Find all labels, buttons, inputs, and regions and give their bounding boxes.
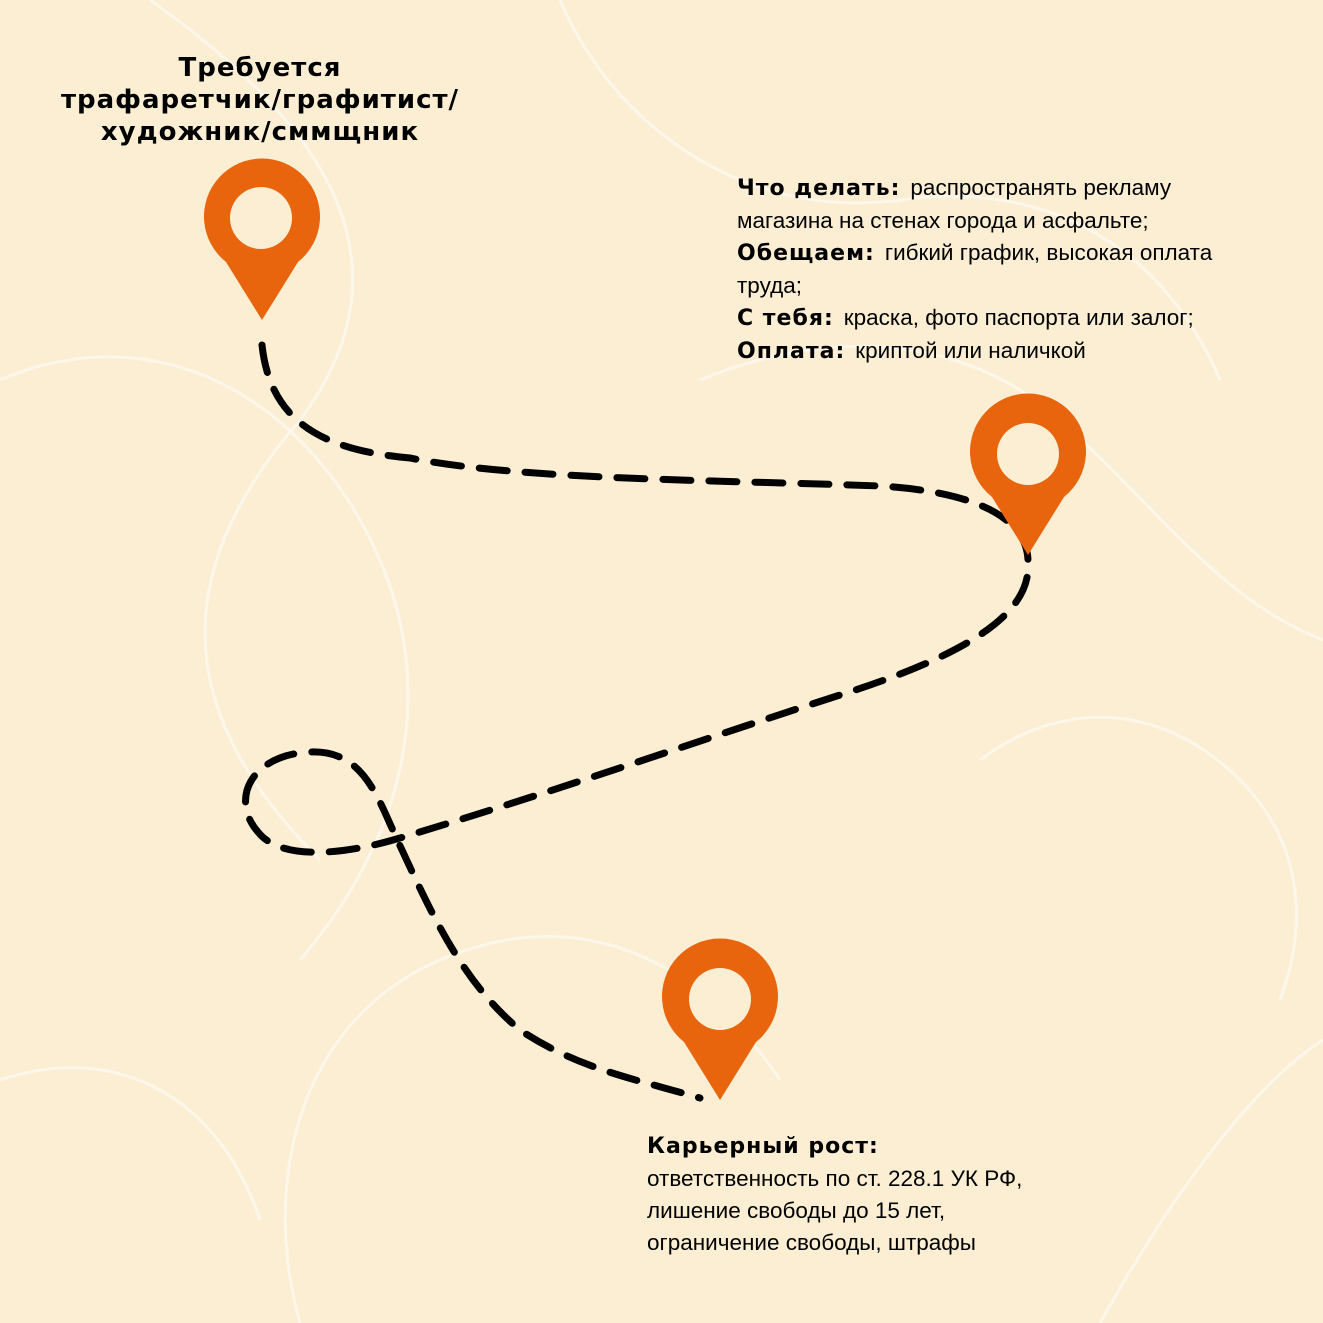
career-line: ограничение свободы, штрафы: [647, 1230, 976, 1255]
info-value: криптой или наличкой: [855, 338, 1086, 363]
map-pin-icon: [204, 158, 321, 320]
career-line: ответственность по ст. 228.1 УК РФ,: [647, 1166, 1023, 1191]
info-value: краска, фото паспорта или залог;: [843, 305, 1194, 330]
heading-line: трафаретчик/графитист/: [60, 85, 460, 115]
info-row-promise: Обещаем: гибкий график, высокая оплата: [737, 237, 1297, 270]
info-row-payment: Оплата: криптой или наличкой: [737, 335, 1297, 368]
dashed-route-path: [242, 341, 1032, 1102]
career-title: Карьерный рост:: [647, 1134, 879, 1159]
info-label: Обещаем:: [737, 241, 875, 266]
map-pin-icon: [662, 938, 778, 1100]
info-row-requirements: С тебя: краска, фото паспорта или залог;: [737, 302, 1297, 335]
career-line: лишение свободы до 15 лет,: [647, 1198, 946, 1223]
info-value-continued: магазина на стенах города и асфальте;: [737, 208, 1149, 233]
info-value-continued: труда;: [737, 273, 802, 298]
info-value: распространять рекламу: [910, 175, 1172, 200]
info-row-task: Что делать: распространять рекламу: [737, 172, 1297, 205]
info-label: Что делать:: [737, 176, 901, 201]
heading-line: Требуется: [178, 53, 342, 83]
map-pin-icon: [970, 393, 1086, 555]
info-label: С тебя:: [737, 306, 834, 331]
heading-line: художник/сммщник: [100, 117, 420, 147]
info-value: гибкий график, высокая оплата: [884, 240, 1213, 265]
job-info: Что делать: распространять рекламу магази…: [737, 172, 1297, 368]
career-block: Карьерный рост: ответственность по ст. 2…: [647, 1131, 1167, 1259]
info-label: Оплата:: [737, 339, 846, 364]
job-heading: Требуется трафаретчик/графитист/ художни…: [20, 52, 500, 148]
